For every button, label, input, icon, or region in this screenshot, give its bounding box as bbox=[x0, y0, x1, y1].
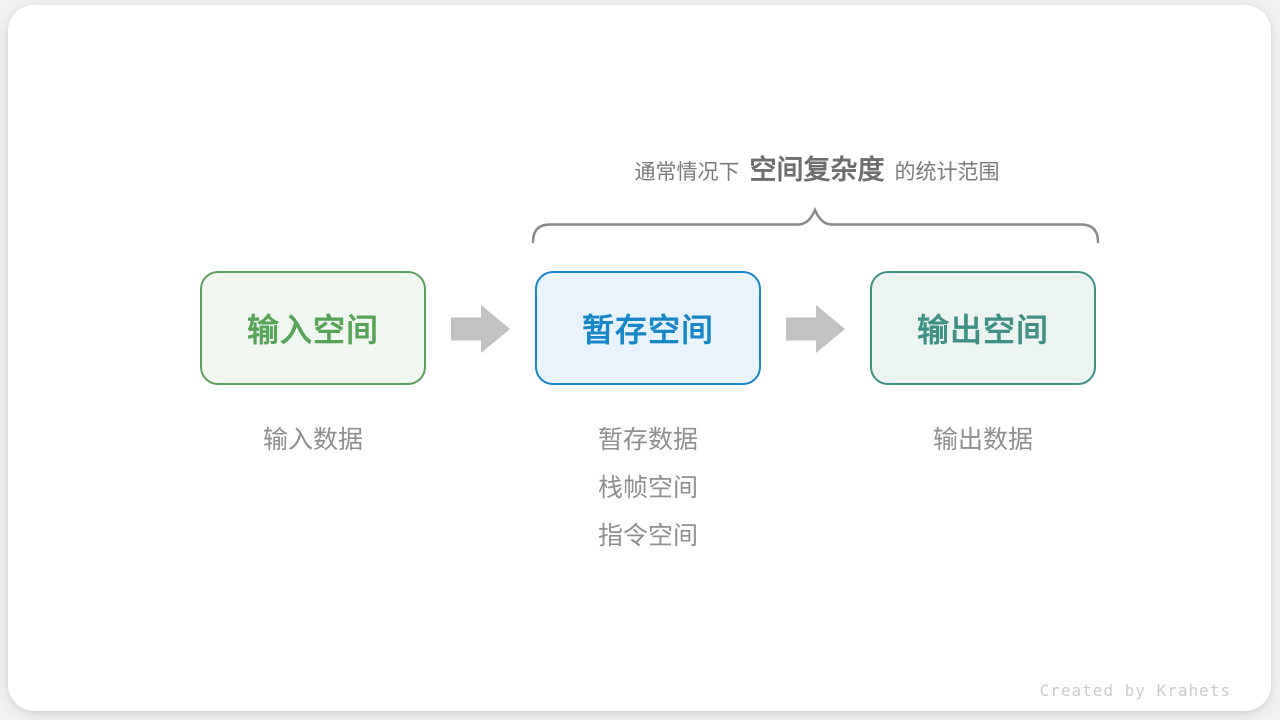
sublabel: 指令空间 bbox=[597, 522, 698, 550]
box-output-space-label: 输出空间 bbox=[916, 312, 1049, 348]
sublabel: 输出数据 bbox=[932, 426, 1033, 454]
diagram-card: 通常情况下空间复杂度的统计范围 输入空间 暂存空间 输出空间 输入数据 暂存数据… bbox=[8, 5, 1271, 711]
caption-highlight: 空间复杂度 bbox=[749, 155, 885, 185]
sublabels-input: 输入数据 bbox=[200, 416, 426, 464]
scope-brace bbox=[528, 205, 1104, 247]
credit-text: Created by Krahets bbox=[1039, 681, 1231, 700]
box-temp-space-label: 暂存空间 bbox=[581, 312, 714, 348]
box-output-space: 输出空间 bbox=[870, 271, 1096, 385]
box-input-space: 输入空间 bbox=[200, 271, 426, 385]
sublabel: 输入数据 bbox=[262, 426, 363, 454]
sublabel: 暂存数据 bbox=[597, 426, 698, 454]
caption: 通常情况下空间复杂度的统计范围 bbox=[532, 148, 1102, 187]
sublabels-output: 输出数据 bbox=[870, 416, 1096, 464]
caption-suffix: 的统计范围 bbox=[894, 161, 1000, 184]
brace-icon bbox=[531, 206, 1100, 244]
sublabels-temp: 暂存数据 栈帧空间 指令空间 bbox=[535, 416, 761, 560]
box-input-space-label: 输入空间 bbox=[246, 312, 379, 348]
arrow-right-icon bbox=[786, 305, 845, 353]
caption-prefix: 通常情况下 bbox=[634, 161, 740, 184]
box-temp-space: 暂存空间 bbox=[535, 271, 761, 385]
sublabel: 栈帧空间 bbox=[597, 474, 698, 502]
arrow-right-icon bbox=[451, 305, 510, 353]
